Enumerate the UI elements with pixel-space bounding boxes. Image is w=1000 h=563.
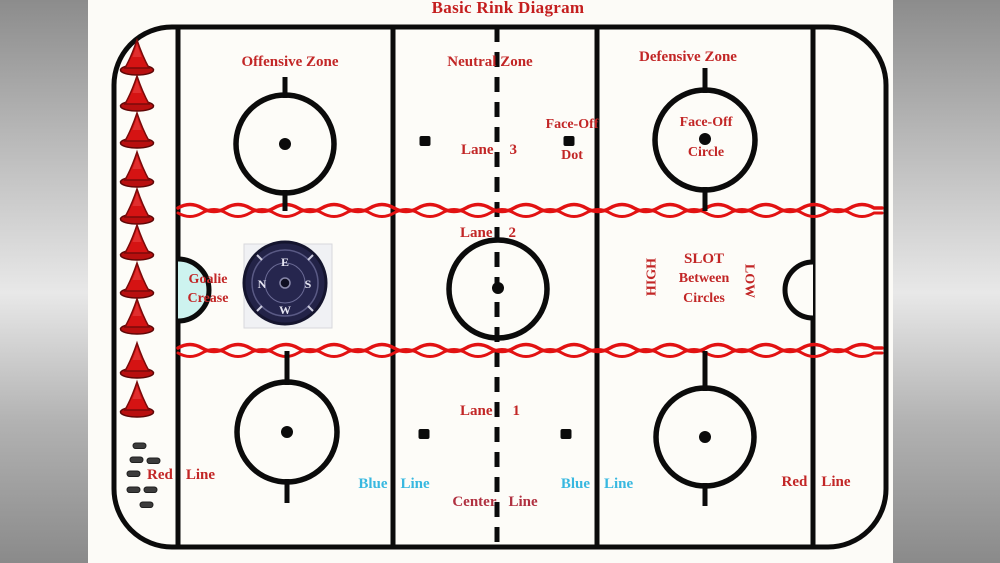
face-off-dot-line2: Dot [561,148,583,163]
face-off-circle-label: Face-Off Circle [680,114,733,161]
face-off-circle-line1: Face-Off [679,115,733,130]
goalie-crease-right [782,259,814,321]
neutral-zone-label: Neutral Zone [447,54,533,70]
page-title: Basic Rink Diagram [431,0,585,17]
letterbox-bar-left [0,0,88,563]
compass-letter-w: W [279,303,291,317]
goalie-crease-left [177,256,212,324]
face-off-circle-line2: Circle [687,145,725,160]
circle-stub-lines [282,68,708,506]
defensive-zone-label: Defensive Zone [639,49,737,65]
compass-letter-s: S [305,277,312,291]
face-off-dot-label: Face-Off Dot [546,116,599,164]
face-off-dots [279,133,711,443]
letterbox-bar-right [893,0,1000,563]
offensive-zone-label: Offensive Zone [241,54,339,70]
goalie-crease-label: Goalie Crease [187,272,229,306]
center-ice-circle [446,237,550,341]
compass-letter-e: E [281,255,289,269]
slot-low-label: LOW [741,263,757,299]
slot-label: SLOT Between Circles [678,251,730,306]
compass-letter-n: N [258,277,267,291]
slot-high-label: HIGH [644,257,660,297]
compass-icon: E N W S [242,240,333,329]
face-off-dot-line1: Face-Off [545,117,599,132]
